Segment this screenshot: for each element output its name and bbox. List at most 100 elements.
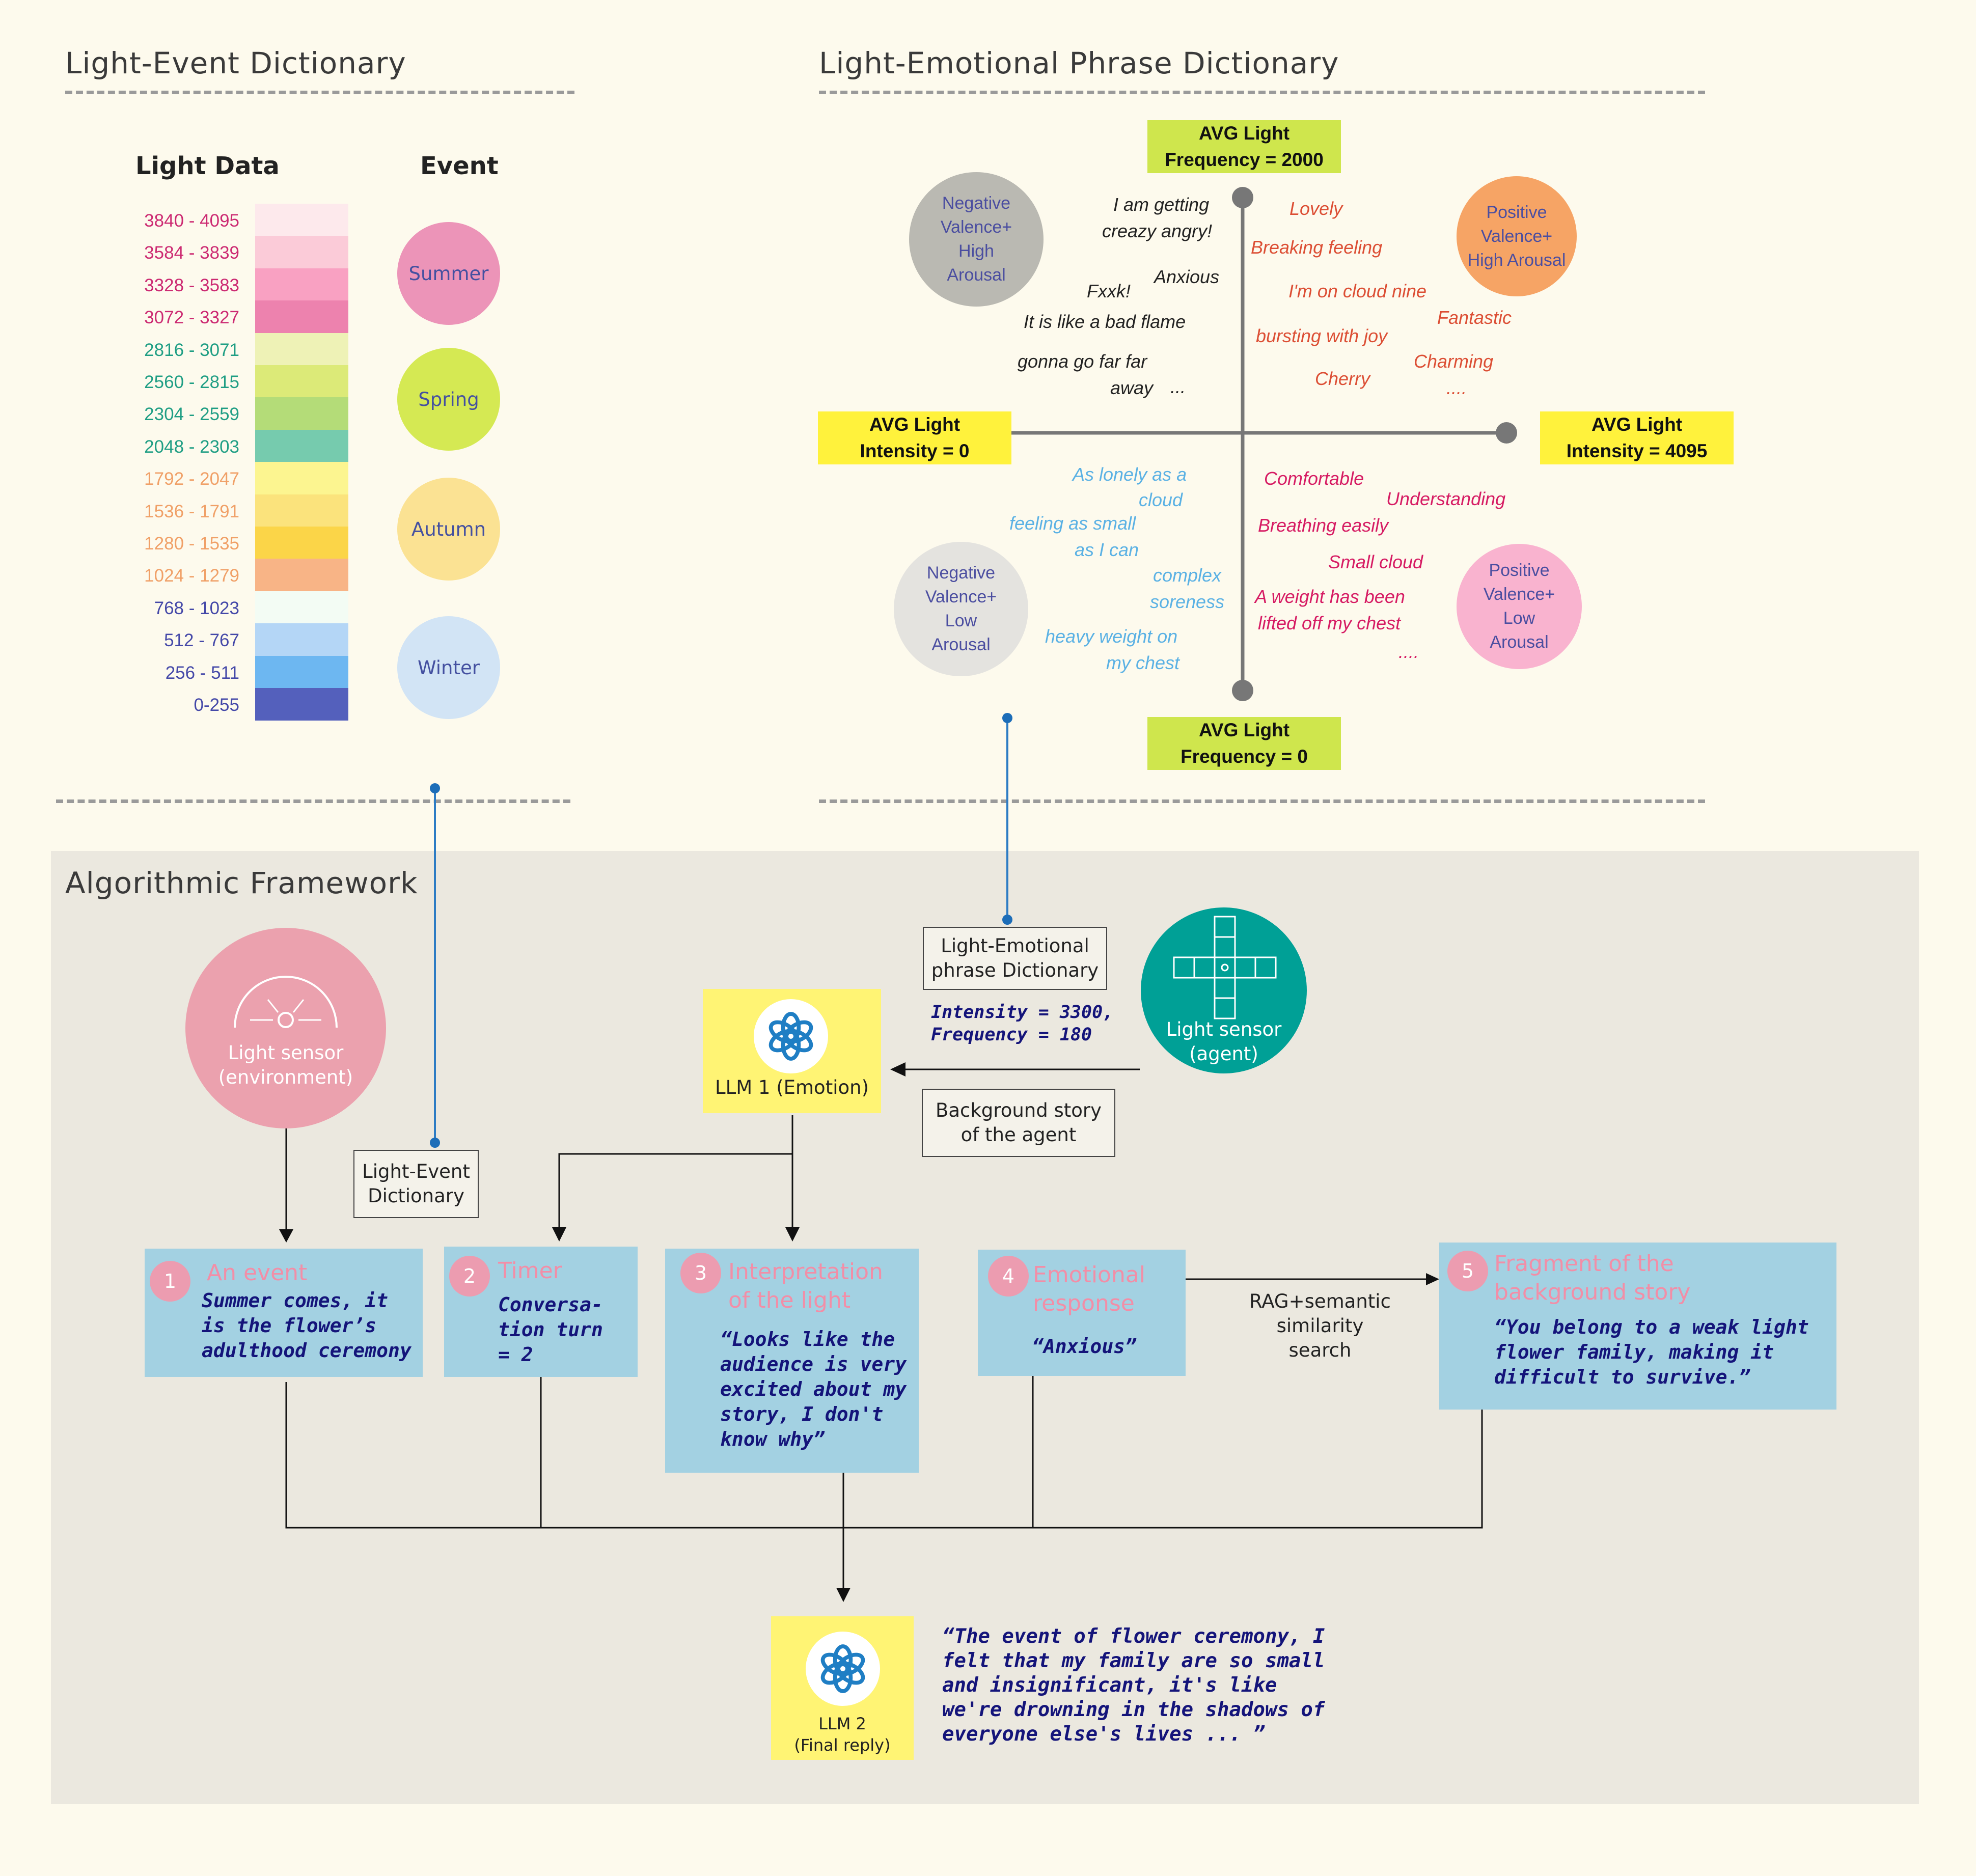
- light-range-label: 1536 - 1791: [144, 501, 239, 521]
- step-title: Fragment of the background story: [1494, 1250, 1690, 1307]
- step-title-line: Interpretation: [728, 1259, 883, 1285]
- quad-line: Negative: [926, 563, 996, 583]
- light-range-swatch: [255, 268, 348, 301]
- divider: [65, 91, 574, 94]
- step-title: Timer: [498, 1257, 562, 1285]
- quad-line: Valence+: [1480, 226, 1553, 246]
- sensor-grid-icon: [1173, 916, 1277, 1019]
- phrase: cloud: [1139, 489, 1183, 510]
- step-text-line: “You belong to a weak light: [1494, 1316, 1809, 1338]
- phrase: creazy angry!: [1102, 220, 1213, 241]
- light-event-title: Light-Event Dictionary: [65, 46, 406, 80]
- light-range-swatch: [255, 494, 348, 527]
- phrase: Charming: [1414, 351, 1494, 372]
- framework-title: Algorithmic Framework: [65, 866, 418, 900]
- phrase: soreness: [1150, 591, 1225, 612]
- light-range-label: 2816 - 3071: [144, 340, 239, 360]
- phrase: gonna go far far: [1018, 351, 1147, 372]
- step-text-line: = 2: [498, 1343, 533, 1366]
- step-text-line: flower family, making it: [1494, 1341, 1774, 1363]
- step-title-line: An event: [207, 1260, 308, 1286]
- light-range-swatch: [255, 204, 348, 237]
- final-reply-text: “The event of flower ceremony, I felt th…: [942, 1624, 1325, 1747]
- step-text-line: adulthood ceremony: [202, 1339, 411, 1362]
- light-range-label: 2560 - 2815: [144, 372, 239, 392]
- light-range-swatch: [255, 623, 348, 656]
- openai-logo-icon: [806, 1632, 880, 1706]
- frequency-high-tag: AVG Light Frequency = 2000: [1147, 120, 1341, 173]
- quad-line: High Arousal: [1467, 250, 1566, 270]
- phrase-dict-title: Light-Emotional Phrase Dictionary: [819, 46, 1339, 80]
- step-text-line: “Anxious”: [1032, 1335, 1137, 1358]
- step-text-line: excited about my: [720, 1378, 907, 1400]
- rag-line: similarity: [1276, 1315, 1364, 1337]
- quad-line: Negative: [942, 194, 1011, 213]
- light-range-label: 512 - 767: [164, 630, 239, 651]
- phrase: Breathing easily: [1258, 515, 1389, 536]
- light-range-label: 3840 - 4095: [144, 211, 239, 231]
- step-number: 3: [680, 1253, 721, 1293]
- phrase: Breaking feeling: [1251, 237, 1383, 258]
- light-range-label: 3328 - 3583: [144, 275, 239, 295]
- reading-line: Intensity = 3300,: [931, 1002, 1114, 1023]
- final-reply-line: “The event of flower ceremony, I: [942, 1625, 1325, 1648]
- step-text: “Looks like the audience is very excited…: [720, 1327, 907, 1452]
- step-title-line: Emotional: [1033, 1262, 1146, 1288]
- box-line: phrase Dictionary: [931, 959, 1099, 981]
- event-winter: Winter: [397, 616, 500, 719]
- light-range-swatch: [255, 655, 348, 688]
- step-title-line: Timer: [498, 1258, 562, 1284]
- llm2-box: LLM 2 (Final reply): [771, 1616, 914, 1760]
- tag-line: AVG Light: [1591, 414, 1683, 435]
- event-label: Spring: [418, 388, 479, 410]
- phrase: I'm on cloud nine: [1288, 281, 1427, 301]
- event-label: Winter: [418, 656, 480, 679]
- final-reply-line: felt that my family are so small: [942, 1649, 1325, 1672]
- step-text: “You belong to a weak light flower famil…: [1494, 1315, 1809, 1390]
- intensity-high-tag: AVG Light Intensity = 4095: [1540, 411, 1734, 464]
- phrase: bursting with joy: [1256, 325, 1388, 346]
- event-autumn: Autumn: [397, 478, 500, 581]
- tag-line: Intensity = 4095: [1566, 440, 1708, 461]
- step-text-line: Conversa-: [498, 1293, 603, 1316]
- light-range-label: 2304 - 2559: [144, 404, 239, 425]
- light-range-swatch: [255, 397, 348, 430]
- phrase: Small cloud: [1328, 551, 1423, 572]
- frequency-low-tag: AVG Light Frequency = 0: [1147, 717, 1341, 770]
- phrase: ....: [1446, 377, 1467, 398]
- light-range-swatch: [255, 333, 348, 366]
- tag-line: Frequency = 0: [1181, 746, 1308, 767]
- phrase: I am getting: [1113, 194, 1210, 215]
- final-reply-line: we're drowning in the shadows of: [942, 1698, 1325, 1721]
- step-5-background-fragment: 5 Fragment of the background story “You …: [1439, 1243, 1836, 1410]
- quad-line: Positive: [1486, 202, 1547, 222]
- light-range-label: 256 - 511: [165, 663, 239, 683]
- phrase: Comfortable: [1264, 468, 1364, 489]
- phrase: Cherry: [1315, 368, 1370, 389]
- light-range-swatch: [255, 462, 348, 495]
- step-text-line: Summer comes, it: [202, 1289, 389, 1312]
- light-range-swatch: [255, 527, 348, 560]
- light-data-header: Light Data: [135, 152, 280, 180]
- agent-reading: Intensity = 3300, Frequency = 180: [931, 1001, 1113, 1046]
- phrase: Fantastic: [1437, 307, 1512, 328]
- step-text-line: difficult to survive.”: [1494, 1366, 1751, 1388]
- step-text-line: is the flower’s: [202, 1314, 377, 1337]
- reading-line: Frequency = 180: [931, 1025, 1092, 1045]
- tag-line: AVG Light: [1198, 123, 1290, 144]
- box-line: Dictionary: [368, 1185, 464, 1207]
- light-range-swatch: [255, 429, 348, 463]
- final-reply-line: and insignificant, it's like: [942, 1674, 1277, 1697]
- step-number: 1: [150, 1261, 190, 1302]
- step-1-event: 1 An event Summer comes, it is the flowe…: [145, 1249, 423, 1377]
- step-text-line: story, I don't: [720, 1403, 884, 1425]
- phrase: away: [1110, 377, 1154, 398]
- phrase: As lonely as a: [1073, 464, 1187, 485]
- box-line: of the agent: [960, 1124, 1077, 1146]
- step-text-line: tion turn: [498, 1318, 603, 1341]
- step-text: Conversa- tion turn = 2: [498, 1292, 603, 1367]
